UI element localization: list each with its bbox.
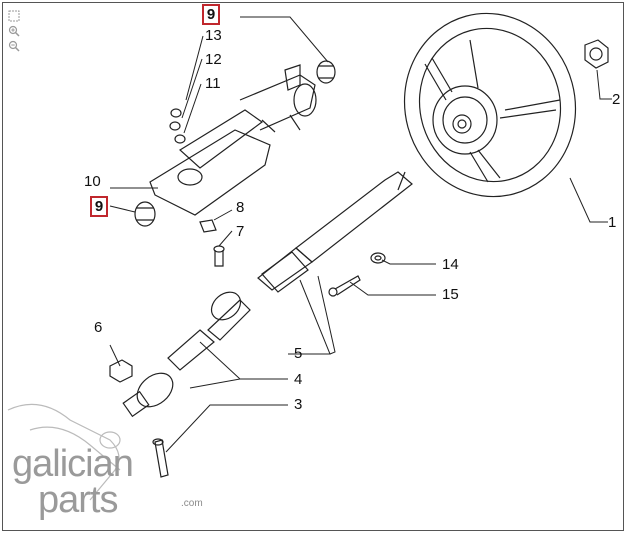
zoom-out-icon[interactable] <box>8 40 20 52</box>
callout-2[interactable]: 2 <box>612 91 620 108</box>
watermark-line-2: parts <box>38 479 118 521</box>
callout-14[interactable]: 14 <box>442 256 459 273</box>
callout-1[interactable]: 1 <box>608 214 616 231</box>
intermediate-shaft-part-4[interactable] <box>122 287 251 418</box>
callout-9-left-highlighted[interactable]: 9 <box>90 196 108 217</box>
steering-rack-ghost <box>7 403 121 501</box>
callout-5[interactable]: 5 <box>294 345 302 362</box>
bolt-part-15[interactable] <box>328 275 361 297</box>
nut-part-11[interactable] <box>174 134 186 144</box>
callout-12[interactable]: 12 <box>205 51 222 68</box>
callout-6[interactable]: 6 <box>94 319 102 336</box>
leader-lines <box>109 16 612 453</box>
clip-part-8[interactable] <box>199 219 217 233</box>
washer-part-13[interactable] <box>170 108 182 118</box>
nut-part-2[interactable] <box>584 39 609 69</box>
callout-4[interactable]: 4 <box>294 371 302 388</box>
steering-wheel[interactable] <box>384 0 596 216</box>
bushing-part-9-top[interactable] <box>316 60 336 84</box>
callout-9-left-label: 9 <box>94 198 104 215</box>
callout-7[interactable]: 7 <box>236 223 244 240</box>
washer-part-14[interactable] <box>370 252 386 264</box>
nut-part-6[interactable] <box>109 359 133 383</box>
watermark-line-1: galician <box>12 443 134 485</box>
steering-shaft-part-5[interactable] <box>257 171 413 293</box>
callout-15[interactable]: 15 <box>442 286 459 303</box>
callout-11[interactable]: 11 <box>205 75 221 92</box>
watermark-suffix: .com <box>181 498 203 509</box>
bolt-part-3[interactable] <box>152 438 169 478</box>
zoom-in-icon[interactable] <box>8 25 20 37</box>
washer-part-12[interactable] <box>169 121 181 131</box>
callout-10[interactable]: 10 <box>84 173 101 190</box>
fit-page-icon[interactable] <box>8 10 20 22</box>
callout-9-top-label: 9 <box>206 6 216 23</box>
column-support-part-10[interactable] <box>149 64 317 216</box>
diagram-frame <box>2 2 624 531</box>
screw-part-7[interactable] <box>213 245 225 267</box>
galicianparts-watermark-logo: galician parts .com <box>12 443 212 526</box>
callout-13[interactable]: 13 <box>205 27 222 44</box>
callout-9-top-highlighted[interactable]: 9 <box>202 4 220 25</box>
callout-3[interactable]: 3 <box>294 396 302 413</box>
zoom-toolbar <box>8 10 22 55</box>
bushing-part-9-left[interactable] <box>134 201 156 227</box>
callout-8[interactable]: 8 <box>236 199 244 216</box>
